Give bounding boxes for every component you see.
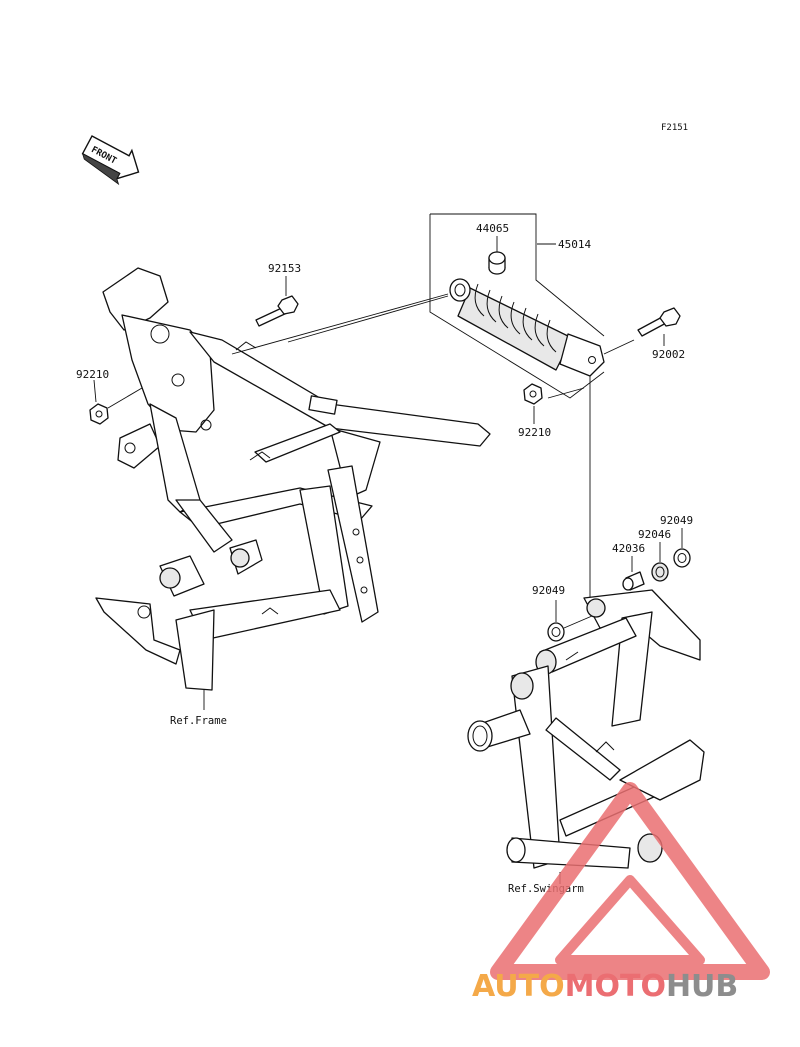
nut-92210-right [523, 383, 543, 405]
ref-frame-label: Ref.Frame [170, 715, 227, 727]
figure-code: F2151 [661, 123, 688, 133]
bolt-92002 [637, 307, 681, 337]
part-label-92210-right: 92210 [518, 426, 551, 439]
watermark-auto: AUTO [472, 969, 565, 1004]
washer-92049-top [673, 548, 691, 568]
watermark-text: AUTOMOTOHUB [472, 969, 738, 1004]
part-label-92049-left: 92049 [532, 584, 565, 597]
frame-drawing [95, 267, 491, 691]
washer-92049-left [547, 622, 565, 642]
part-label-92002: 92002 [652, 348, 685, 361]
part-label-42036: 42036 [612, 542, 645, 555]
warning-triangle-icon [490, 782, 770, 980]
part-label-92153: 92153 [268, 262, 301, 275]
front-arrow-icon: FRONT [81, 135, 140, 186]
part-label-92049-top: 92049 [660, 514, 693, 527]
nut-92210-left [89, 403, 109, 425]
collar-42036 [622, 571, 645, 591]
swingarm-drawing [467, 589, 705, 869]
label-leaders [93, 236, 683, 884]
watermark-moto: MOTO [565, 969, 666, 1004]
bushing-92046 [651, 562, 669, 582]
watermark-hub: HUB [666, 969, 738, 1004]
shock-absorber-drawing [429, 213, 681, 405]
part-label-45014: 45014 [558, 238, 591, 251]
part-label-44065: 44065 [476, 222, 509, 235]
collar-44065 [488, 251, 506, 275]
part-label-92046: 92046 [638, 528, 671, 541]
bolt-92153 [255, 295, 299, 327]
watermark-logo: AUTOMOTOHUB [472, 782, 770, 1004]
part-label-92210-left: 92210 [76, 368, 109, 381]
leader-lines [107, 293, 635, 629]
